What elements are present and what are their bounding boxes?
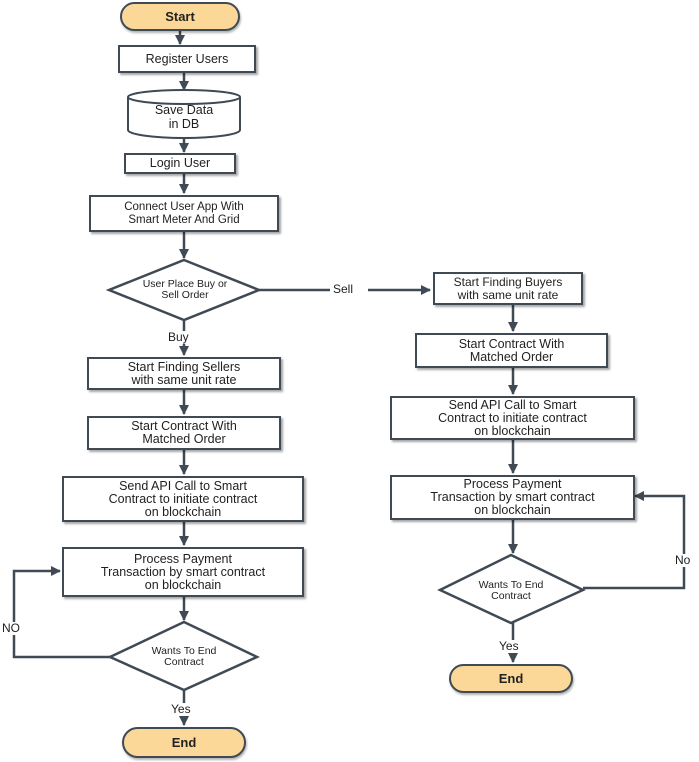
register-users-box: Register Users: [118, 45, 256, 73]
api-call-box-right: Send API Call to Smart Contract to initi…: [390, 396, 635, 440]
sell-edge-label: Sell: [333, 282, 354, 296]
payment-box-right: Process Payment Transaction by smart con…: [390, 475, 635, 520]
end-question-label-left: Wants To End Contract: [151, 645, 217, 668]
find-sellers-box: Start Finding Sellers with same unit rat…: [87, 357, 281, 390]
yes-edge-label-right: Yes: [499, 639, 519, 653]
login-user-box: Login User: [124, 153, 236, 174]
decision-diamond: [105, 258, 263, 322]
no-edge-label-right: No: [675, 553, 691, 567]
end-question-diamond-left: [107, 620, 260, 692]
contract-box-right: Start Contract With Matched Order: [415, 333, 608, 368]
buy-edge-label: Buy: [168, 330, 189, 344]
no-edge-label-left: NO: [2, 621, 20, 635]
yes-edge-label-left: Yes: [171, 702, 191, 716]
end-question-label-right: Wants To End Contract: [478, 579, 544, 602]
decision-label: User Place Buy or Sell Order: [142, 278, 228, 301]
arrow-no-loop-right: [583, 491, 686, 590]
end-terminal-left: End: [122, 727, 246, 758]
save-data-label: Save Data in DB: [154, 103, 214, 131]
start-terminal: Start: [120, 2, 240, 31]
find-buyers-box: Start Finding Buyers with same unit rate: [433, 272, 583, 305]
connect-app-box: Connect User App With Smart Meter And Gr…: [89, 195, 279, 232]
end-question-diamond-right: [437, 553, 586, 625]
arrow-no-loop-left: [12, 566, 110, 659]
database-shape: [127, 89, 241, 139]
api-call-box-left: Send API Call to Smart Contract to initi…: [62, 476, 304, 522]
payment-box-left: Process Payment Transaction by smart con…: [62, 547, 304, 597]
end-terminal-right: End: [449, 664, 573, 693]
contract-box-left: Start Contract With Matched Order: [87, 416, 281, 450]
